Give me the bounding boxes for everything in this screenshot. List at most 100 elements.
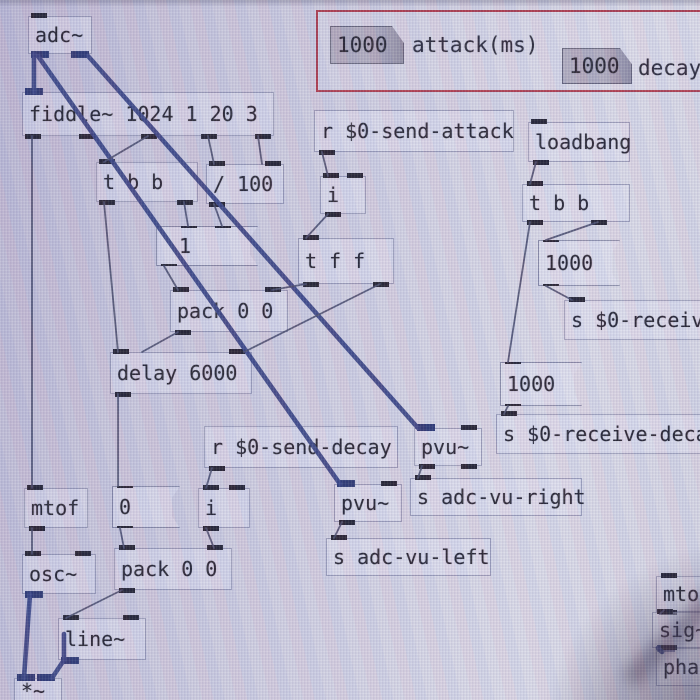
- signal-outlet-nub[interactable]: [61, 657, 79, 664]
- outlet-nub[interactable]: [325, 212, 341, 217]
- inlet-nub[interactable]: [569, 297, 585, 302]
- inlet-nub[interactable]: [657, 609, 673, 614]
- outlet-nub[interactable]: [99, 200, 115, 205]
- object-line[interactable]: line~: [58, 615, 146, 664]
- object-pvu-left[interactable]: pvu~: [334, 480, 402, 525]
- outlet-nub[interactable]: [119, 588, 135, 593]
- inlet-nub[interactable]: [113, 349, 129, 354]
- inlet-nub[interactable]: [99, 159, 115, 164]
- signal-outlet-nub[interactable]: [25, 591, 43, 598]
- object-receive-send-decay[interactable]: r $0-send-decay: [204, 426, 398, 471]
- outlet-nub[interactable]: [419, 464, 435, 469]
- signal-inlet-nub[interactable]: [37, 674, 55, 681]
- outlet-nub[interactable]: [319, 150, 335, 155]
- object-mtof[interactable]: mtof: [24, 485, 88, 531]
- inlet-nub[interactable]: [215, 223, 231, 228]
- object-send-receive-attack[interactable]: s $0-receive-a: [564, 297, 700, 340]
- inlet-nub[interactable]: [75, 551, 91, 556]
- object-fiddle[interactable]: fiddle~ 1024 1 20 3: [22, 88, 274, 139]
- object-t-f-f[interactable]: t f f: [298, 235, 394, 287]
- inlet-nub[interactable]: [229, 349, 245, 354]
- object-send-receive-decay[interactable]: s $0-receive-decay: [496, 411, 700, 454]
- inlet-nub[interactable]: [415, 475, 431, 480]
- outlet-nub[interactable]: [141, 134, 157, 139]
- object-div-100[interactable]: / 100: [206, 161, 284, 207]
- inlet-nub[interactable]: [117, 483, 133, 488]
- outlet-nub[interactable]: [29, 526, 45, 531]
- message-1[interactable]: 1: [156, 226, 258, 266]
- object-i-upper[interactable]: i: [320, 173, 366, 217]
- outlet-nub[interactable]: [209, 202, 225, 207]
- signal-inlet-nub[interactable]: [417, 424, 435, 431]
- object-t-b-b-left[interactable]: t b b: [96, 159, 198, 205]
- outlet-nub[interactable]: [533, 160, 549, 165]
- outlet-nub[interactable]: [201, 134, 217, 139]
- inlet-nub[interactable]: [347, 173, 363, 178]
- signal-outlet-nub[interactable]: [71, 51, 89, 58]
- object-loadbang[interactable]: loadbang: [528, 119, 631, 165]
- inlet-nub[interactable]: [527, 181, 543, 186]
- outlet-nub[interactable]: [255, 134, 271, 139]
- outlet-nub[interactable]: [161, 264, 177, 269]
- inlet-nub[interactable]: [331, 535, 347, 540]
- inlet-nub[interactable]: [661, 645, 677, 650]
- inlet-nub[interactable]: [181, 223, 197, 228]
- outlet-nub[interactable]: [339, 520, 355, 525]
- outlet-nub[interactable]: [117, 526, 133, 531]
- inlet-nub[interactable]: [323, 173, 339, 178]
- signal-inlet-nub[interactable]: [17, 674, 35, 681]
- outlet-nub[interactable]: [209, 466, 225, 471]
- inlet-nub[interactable]: [501, 411, 517, 416]
- decay-number-box[interactable]: 1000: [562, 48, 632, 84]
- inlet-nub[interactable]: [381, 481, 397, 486]
- signal-inlet-nub[interactable]: [337, 480, 355, 487]
- inlet-nub[interactable]: [25, 551, 41, 556]
- object-phasor-bottom-right[interactable]: phas: [656, 645, 700, 686]
- inlet-nub[interactable]: [531, 119, 547, 124]
- signal-outlet-nub[interactable]: [31, 51, 49, 58]
- object-times[interactable]: *~: [14, 674, 62, 700]
- inlet-nub[interactable]: [123, 615, 139, 620]
- inlet-nub[interactable]: [661, 573, 677, 578]
- inlet-nub[interactable]: [173, 287, 189, 292]
- inlet-nub[interactable]: [203, 485, 219, 490]
- object-pvu-right[interactable]: pvu~: [414, 424, 482, 469]
- inlet-nub[interactable]: [63, 615, 79, 620]
- attack-number-box[interactable]: 1000: [330, 26, 404, 64]
- object-sig-bottom-right[interactable]: sig~: [652, 609, 700, 652]
- inlet-nub[interactable]: [207, 545, 223, 550]
- object-send-adc-vu-right[interactable]: s adc-vu-right: [410, 475, 586, 516]
- outlet-nub[interactable]: [303, 282, 319, 287]
- outlet-nub[interactable]: [527, 220, 543, 225]
- object-osc[interactable]: osc~: [22, 551, 96, 598]
- outlet-nub[interactable]: [373, 282, 389, 287]
- outlet-nub[interactable]: [79, 134, 95, 139]
- outlet-nub[interactable]: [177, 200, 193, 205]
- outlet-nub[interactable]: [115, 392, 131, 397]
- object-t-b-b-right[interactable]: t b b: [522, 181, 630, 225]
- inlet-nub[interactable]: [265, 161, 281, 166]
- inlet-nub[interactable]: [505, 359, 521, 364]
- inlet-nub[interactable]: [265, 287, 281, 292]
- object-receive-send-attack[interactable]: r $0-send-attack: [314, 110, 514, 155]
- message-1000-decay[interactable]: 1000: [500, 362, 582, 406]
- object-send-adc-vu-left[interactable]: s adc-vu-left: [326, 535, 491, 576]
- inlet-nub[interactable]: [209, 161, 225, 166]
- message-1000-attack[interactable]: 1000: [538, 240, 620, 286]
- message-0[interactable]: 0: [112, 486, 180, 528]
- object-delay-6000[interactable]: delay 6000: [110, 349, 252, 397]
- object-pack-lower[interactable]: pack 0 0: [114, 545, 232, 593]
- outlet-nub[interactable]: [505, 404, 521, 409]
- inlet-nub[interactable]: [31, 13, 47, 18]
- outlet-nub[interactable]: [591, 220, 607, 225]
- object-i-lower[interactable]: i: [198, 485, 250, 531]
- inlet-nub[interactable]: [27, 485, 43, 490]
- object-adc[interactable]: adc~: [28, 13, 92, 58]
- inlet-nub[interactable]: [303, 235, 319, 240]
- inlet-nub[interactable]: [543, 237, 559, 242]
- outlet-nub[interactable]: [543, 284, 559, 289]
- outlet-nub[interactable]: [175, 330, 191, 335]
- outlet-nub[interactable]: [461, 464, 477, 469]
- object-mtof-bottom-right[interactable]: mtof: [656, 573, 700, 615]
